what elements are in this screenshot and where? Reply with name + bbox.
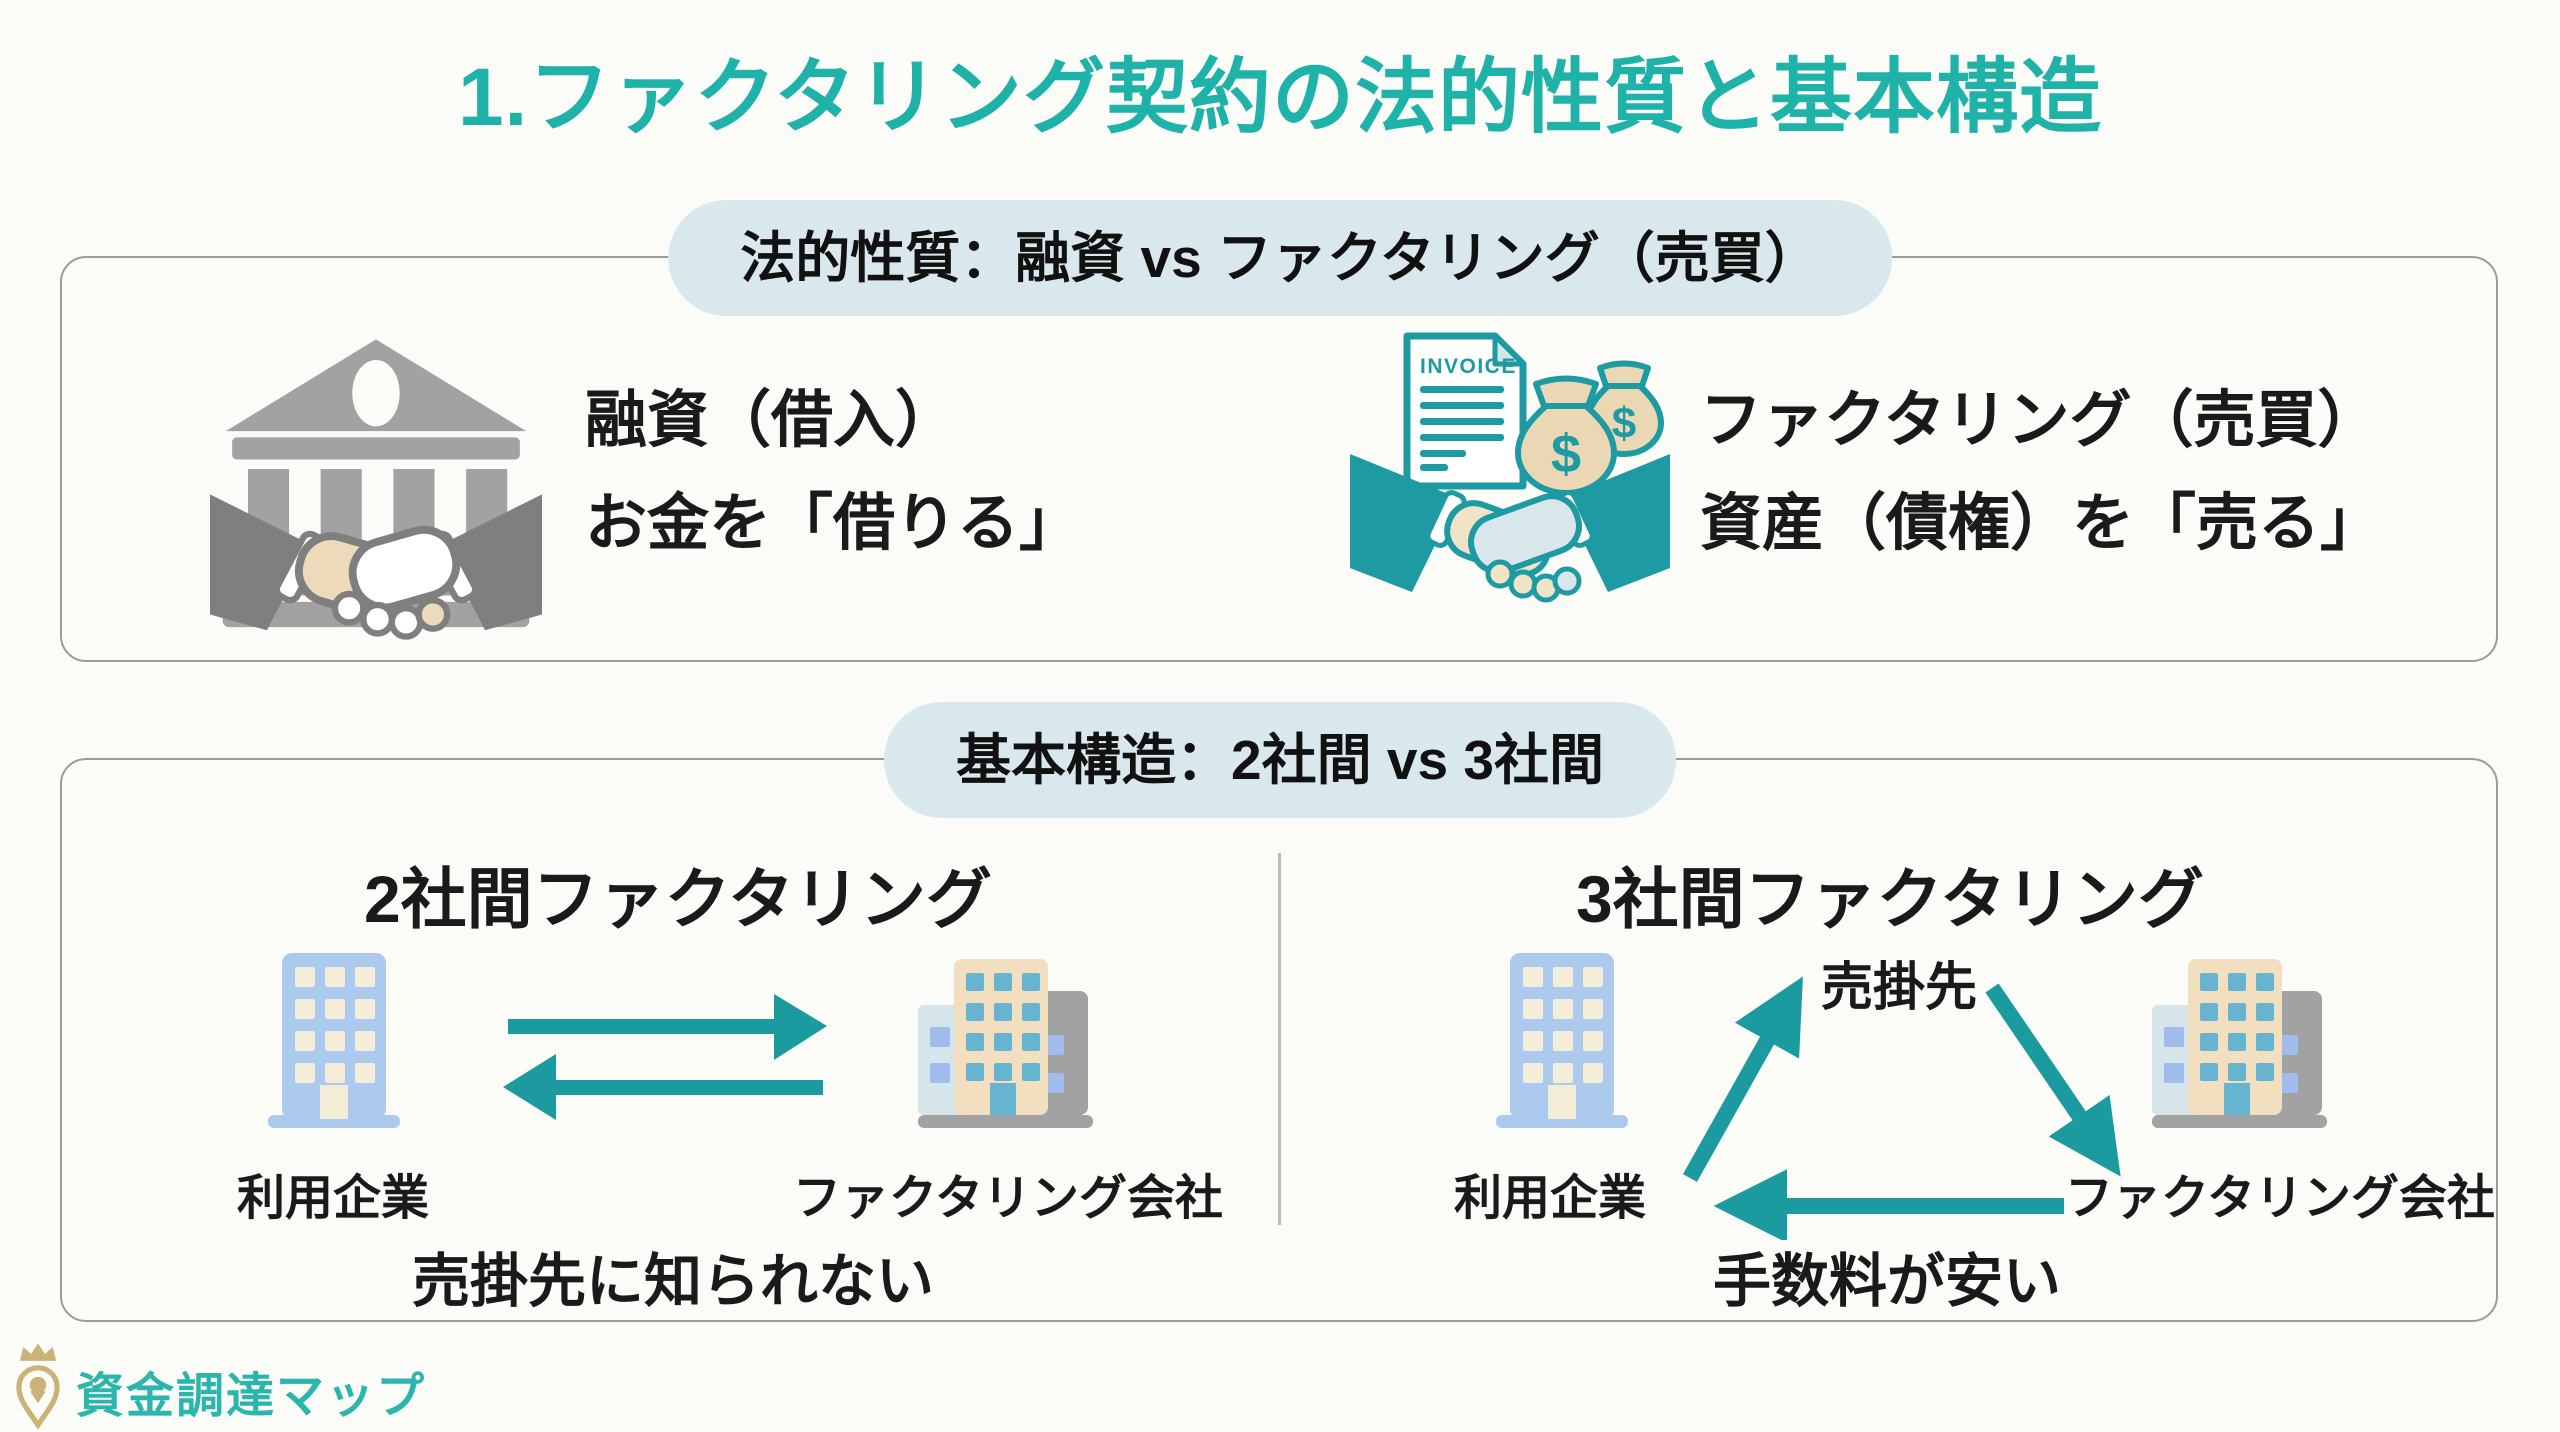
loan-line2: お金を「借りる」	[585, 488, 1082, 558]
loan-line1: 融資（借入）	[585, 386, 958, 455]
right-sleeve	[1562, 454, 1670, 592]
invoice-label: INVOICE	[1420, 355, 1517, 378]
arrow-user-to-debtor	[1683, 976, 1803, 1182]
bidirectional-arrows-icon	[495, 988, 835, 1128]
factoring-line1: ファクタリング（売買）	[1700, 386, 2380, 455]
three-party-heading: 3社間ファクタリング	[1575, 862, 2205, 936]
two-party-heading: 2社間ファクタリング	[363, 862, 993, 936]
user-company-building-icon	[268, 953, 400, 1128]
map-pin-crown-icon	[12, 1340, 64, 1432]
brand-logo-text: 資金調達マップ	[76, 1370, 427, 1423]
user-company-building-icon	[1496, 953, 1628, 1128]
triangle-arrows-icon	[1650, 950, 2140, 1240]
debtor-label: 売掛先	[1820, 959, 1977, 1017]
two-party-note: 売掛先に知られない	[411, 1249, 934, 1314]
factoring-company-label: ファクタリング会社	[2064, 1172, 2496, 1225]
factoring-company-building-icon	[2152, 951, 2327, 1128]
three-party-note: 手数料が安い	[1712, 1249, 2061, 1314]
factoring-line2: 資産（債権）を「売る」	[1700, 488, 2383, 558]
panel-divider	[1278, 853, 1281, 1225]
factoring-company-label: ファクタリング会社	[792, 1172, 1224, 1225]
invoice-icon-svg: INVOICE $ $	[1350, 332, 1670, 603]
invoice-handshake-icon: INVOICE $ $	[1350, 326, 1670, 656]
user-company-label: 利用企業	[1453, 1172, 1646, 1225]
bank-icon-svg	[210, 339, 542, 640]
page-title: 1.ファクタリング契約の法的性質と基本構造	[457, 52, 2103, 143]
factoring-company-building-icon	[918, 951, 1093, 1128]
left-sleeve	[1350, 454, 1458, 592]
loan-description: 融資（借入） お金を「借りる」	[585, 370, 1081, 576]
dollar-sign: $	[1551, 424, 1581, 484]
basic-structure-header: 基本構造：2社間 vs 3社間	[884, 702, 1676, 818]
legal-nature-header: 法的性質：融資 vs ファクタリング（売買）	[668, 200, 1892, 316]
factoring-description: ファクタリング（売買） 資産（債権）を「売る」	[1700, 370, 2382, 576]
user-company-label: 利用企業	[236, 1172, 429, 1225]
bank-handshake-icon	[210, 328, 542, 648]
dollar-sign: $	[1612, 399, 1636, 448]
arrow-debtor-to-factor	[1985, 983, 2121, 1177]
